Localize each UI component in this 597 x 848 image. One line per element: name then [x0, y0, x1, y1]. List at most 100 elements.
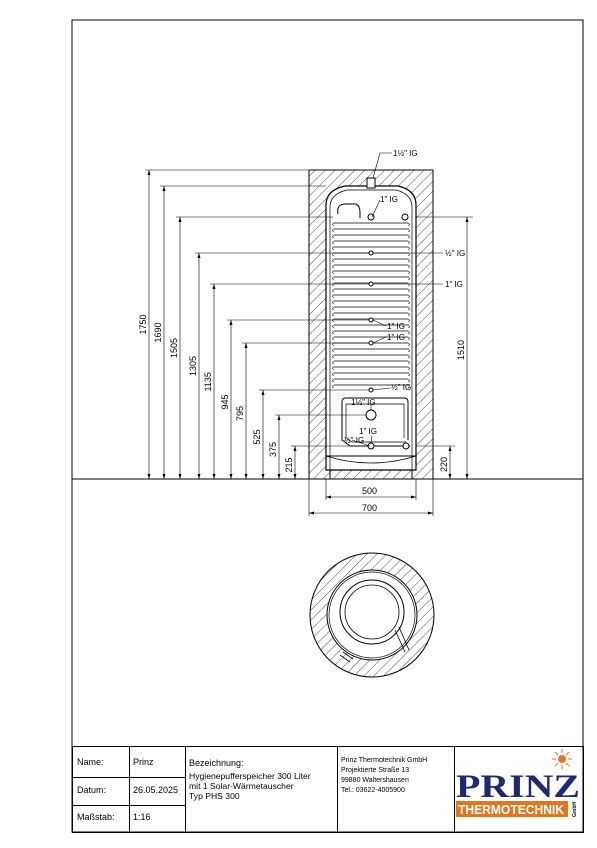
coil-bend — [332, 300, 335, 305]
solar-coil — [341, 397, 410, 447]
dimension-arrow — [178, 474, 182, 479]
arrow-right-top — [465, 217, 469, 222]
coil-bend — [407, 300, 410, 305]
tb-divider-3 — [337, 746, 338, 832]
coil-bend — [332, 378, 335, 383]
coil-bend — [407, 246, 410, 251]
dimension-value: 795 — [235, 406, 245, 421]
coil-bend — [332, 270, 335, 275]
coil-bend — [407, 342, 410, 347]
tb-divider-2 — [185, 746, 186, 832]
coil-bend — [407, 294, 410, 299]
label-sensor-bottom: ½" IG — [344, 436, 364, 445]
coil-bend — [407, 306, 410, 311]
coil-bend — [332, 288, 335, 293]
designation-label: Bezeichnung: — [189, 758, 244, 768]
arrow-w700-right — [428, 511, 433, 515]
coil-bend — [332, 360, 335, 365]
coil-bend — [407, 258, 410, 263]
label-bottom-large: 1½" IG — [351, 398, 376, 407]
coil-bend — [332, 294, 335, 299]
coil-bend — [407, 240, 410, 245]
dimension-arrow — [147, 474, 151, 479]
dimension-arrow — [244, 343, 248, 348]
coil-bend — [332, 222, 335, 227]
coil-bend — [332, 336, 335, 341]
logo-bar — [456, 801, 568, 817]
designation-line2: mit 1 Solar-Wärmetauscher — [189, 781, 294, 791]
dimension-right-bottom: 220 — [439, 457, 449, 472]
dimension-arrow — [293, 446, 297, 451]
arrow-w500-right — [411, 495, 416, 499]
coil-bend — [332, 282, 335, 287]
coil-bend — [332, 324, 335, 329]
date-label: Datum: — [77, 785, 107, 795]
company-phone: Tel.: 03622-4005900 — [341, 787, 405, 794]
coil-bend — [407, 288, 410, 293]
company-city: 99880 Waltershausen — [341, 777, 409, 784]
coil-bend — [407, 384, 410, 389]
coil-bend — [407, 234, 410, 239]
dimension-arrow — [178, 217, 182, 222]
coil-bend — [407, 324, 410, 329]
company-name: Prinz Thermotechnik GmbH — [341, 757, 428, 764]
coil-bend — [332, 234, 335, 239]
prinz-logo: PRINZ THERMOTECHNIK GmbH — [454, 747, 582, 831]
label-bottom-small: 1" IG — [359, 427, 377, 436]
label-side-upper: 1" IG — [445, 280, 463, 289]
title-block: Name: Prinz Datum: 26.05.2025 Maßstab: 1… — [72, 746, 584, 833]
arrow-rb-bottom — [448, 474, 452, 479]
coil-bend — [407, 360, 410, 365]
dimension-bottom — [308, 479, 434, 516]
logo-suffix: GmbH — [572, 802, 578, 817]
name-value: Prinz — [133, 757, 154, 767]
date-value: 26.05.2025 — [133, 785, 179, 795]
coil-bend — [332, 366, 335, 371]
coil-bend — [332, 264, 335, 269]
coil-bend — [407, 276, 410, 281]
dimension-value: 1135 — [203, 372, 213, 391]
tank-feet — [329, 470, 413, 479]
coil-bend — [407, 372, 410, 377]
scale-label: Maßstab: — [77, 812, 115, 822]
coil-bend — [332, 228, 335, 233]
connection-leaders — [351, 152, 443, 447]
dimension-arrow — [162, 186, 166, 191]
coil-bend — [407, 264, 410, 269]
coil-bend — [407, 336, 410, 341]
connection-markers — [365, 213, 410, 450]
name-label: Name: — [77, 757, 104, 767]
coil-bend — [407, 222, 410, 227]
coil-bend — [407, 282, 410, 287]
coil-bend — [332, 240, 335, 245]
coil-bend — [332, 318, 335, 323]
coil-bend — [332, 348, 335, 353]
tank-base-curve — [325, 455, 417, 464]
coil-bend — [407, 366, 410, 371]
dimension-arrow — [162, 474, 166, 479]
coil-bend — [332, 276, 335, 281]
top-view — [309, 552, 435, 678]
dimension-arrow — [277, 474, 281, 479]
label-sensor-upper: ½" IG — [445, 249, 465, 258]
dimension-outer-width: 700 — [362, 503, 377, 513]
arrow-w500-left — [326, 495, 331, 499]
dimension-arrow — [197, 474, 201, 479]
coil-bend — [332, 312, 335, 317]
coil-bend — [407, 348, 410, 353]
dimension-arrow — [261, 390, 265, 395]
designation-line1: Hygienepufferspeicher 300 Liter — [189, 771, 311, 781]
coil-bend — [407, 378, 410, 383]
label-coil-mid-2: 1" IG — [387, 333, 405, 342]
coil-bend — [407, 270, 410, 275]
dimension-value: 375 — [268, 442, 278, 457]
sun-icon — [552, 749, 572, 769]
dimension-value: 945 — [220, 394, 230, 409]
coil-bend — [332, 372, 335, 377]
coil-bend — [407, 318, 410, 323]
dimension-right-height: 1510 — [456, 340, 466, 360]
solar-coil-inner — [345, 403, 406, 443]
tb-row-line-1 — [72, 777, 185, 778]
label-sensor-lower: ½" IG — [391, 383, 411, 392]
